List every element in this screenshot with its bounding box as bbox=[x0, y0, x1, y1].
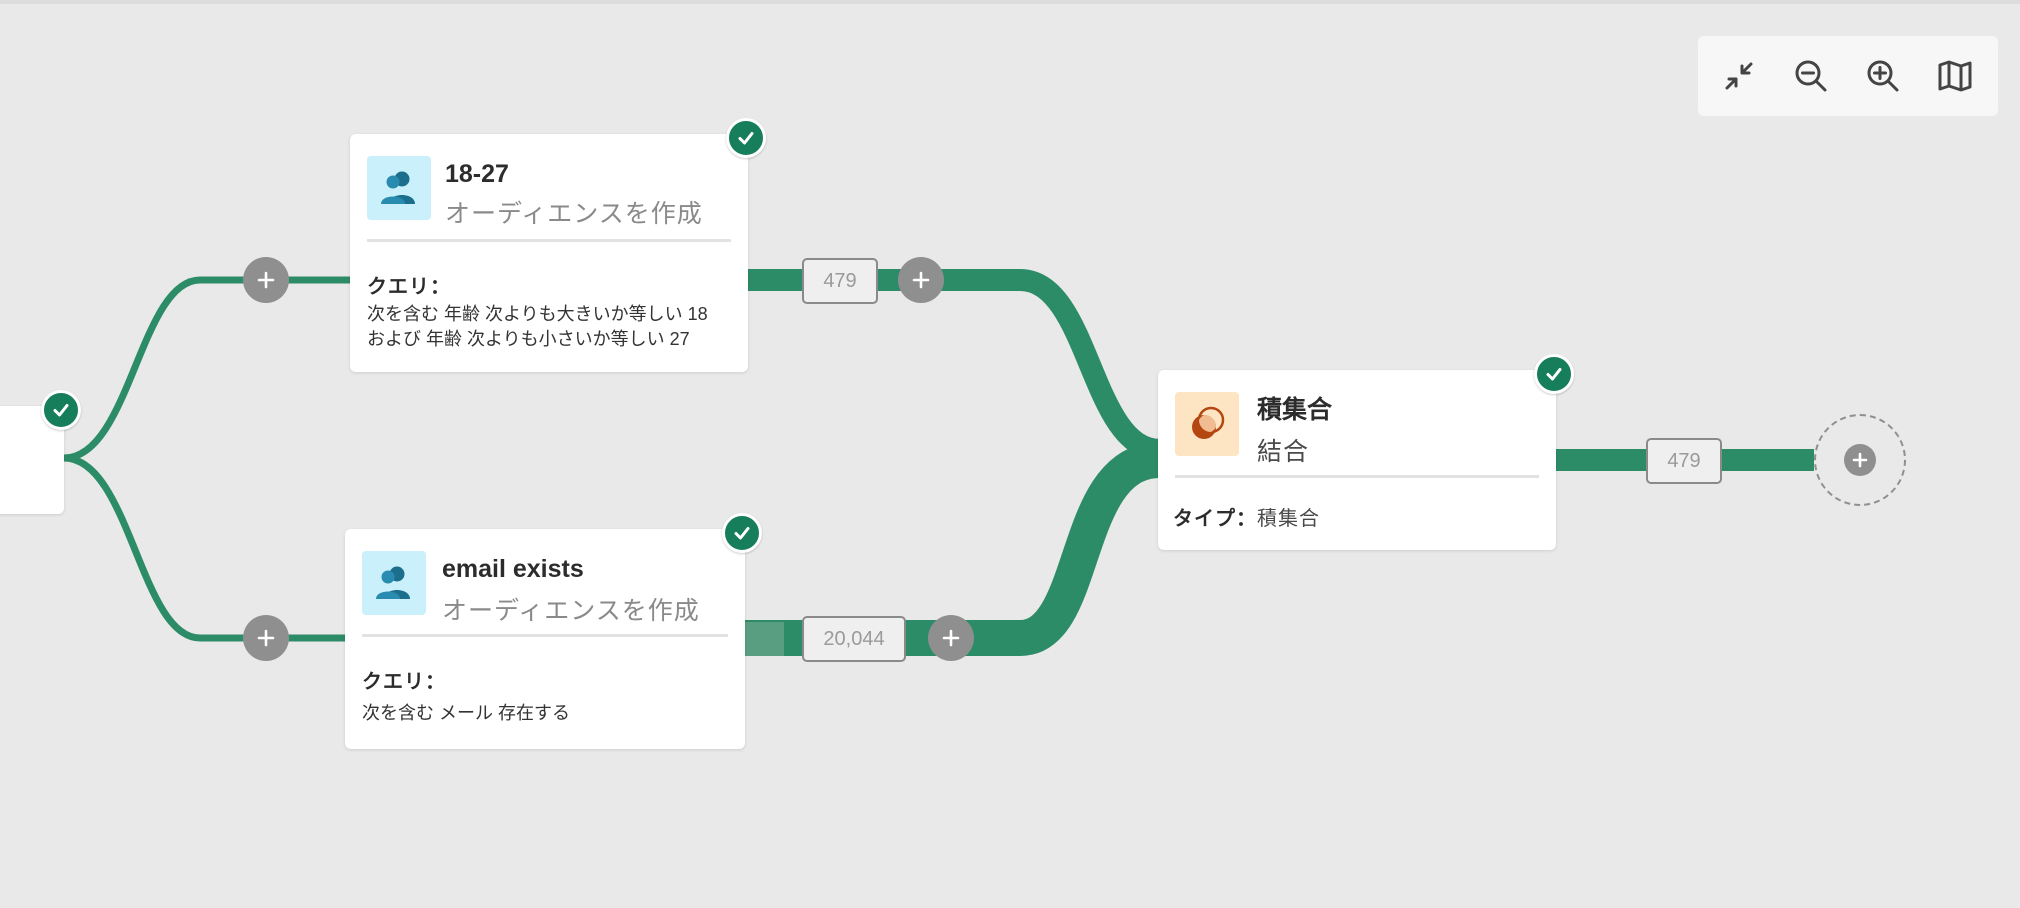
intersection-icon bbox=[1175, 392, 1239, 456]
map-button[interactable] bbox=[1931, 52, 1979, 100]
add-activity-button-after-email[interactable] bbox=[928, 615, 974, 661]
query-line-1: 次を含む 年齢 次よりも大きいか等しい 18 bbox=[367, 304, 708, 324]
plus-icon bbox=[912, 271, 930, 289]
add-activity-button-bottom-branch[interactable] bbox=[243, 615, 289, 661]
add-activity-button-top-branch[interactable] bbox=[243, 257, 289, 303]
query-text: 次を含む メール 存在する bbox=[362, 701, 570, 726]
check-icon bbox=[53, 404, 69, 417]
query-label: クエリ： bbox=[367, 276, 451, 298]
audience-icon bbox=[367, 156, 431, 220]
type-value: 積集合 bbox=[1257, 508, 1320, 530]
map-icon bbox=[1938, 60, 1972, 92]
add-activity-dropzone[interactable] bbox=[1814, 414, 1906, 506]
count-badge-email: 20,044 bbox=[802, 616, 906, 662]
count-badge-18-27: 479 bbox=[802, 258, 878, 304]
audience-18-27-status-check bbox=[726, 118, 766, 158]
activity-card-intersection[interactable]: 積集合 結合 タイプ：積集合 bbox=[1158, 370, 1556, 550]
branch-line-top bbox=[63, 276, 352, 462]
audience-email-status-check bbox=[722, 513, 762, 553]
check-icon bbox=[1546, 368, 1562, 381]
plus-icon bbox=[257, 271, 275, 289]
zoom-in-icon bbox=[1867, 60, 1899, 92]
start-node-status-check bbox=[41, 390, 81, 430]
link-18-27-to-intersection bbox=[748, 269, 1162, 461]
intersection-status-check bbox=[1534, 354, 1574, 394]
collapse-arrows-icon bbox=[1725, 62, 1753, 90]
count-badge-intersection: 479 bbox=[1646, 438, 1722, 484]
activity-type: オーディエンスを作成 bbox=[445, 200, 703, 228]
zoom-out-button[interactable] bbox=[1787, 52, 1835, 100]
activity-card-audience-email-exists[interactable]: email exists オーディエンスを作成 クエリ： 次を含む メール 存在… bbox=[345, 529, 745, 749]
top-border bbox=[0, 0, 2020, 4]
link-email-highlight bbox=[744, 622, 784, 656]
zoom-out-icon bbox=[1795, 60, 1827, 92]
activity-type: 結合 bbox=[1257, 438, 1310, 466]
collapse-button[interactable] bbox=[1715, 52, 1763, 100]
activity-title: 18-27 bbox=[445, 160, 509, 188]
check-icon bbox=[734, 527, 750, 540]
zoom-in-button[interactable] bbox=[1859, 52, 1907, 100]
add-activity-button-after-18-27[interactable] bbox=[898, 257, 944, 303]
query-line-2: および 年齢 次よりも小さいか等しい 27 bbox=[367, 329, 690, 349]
activity-title: email exists bbox=[442, 555, 584, 583]
plus-circle-icon bbox=[1844, 444, 1876, 476]
check-icon bbox=[738, 132, 754, 145]
query-text: 次を含む 年齢 次よりも大きいか等しい 18 および 年齢 次よりも小さいか等し… bbox=[367, 302, 708, 352]
card-divider bbox=[362, 634, 728, 637]
intersection-type-row: タイプ：積集合 bbox=[1173, 502, 1320, 531]
plus-icon bbox=[942, 629, 960, 647]
audience-icon bbox=[362, 551, 426, 615]
card-divider bbox=[1175, 475, 1539, 478]
card-divider bbox=[367, 239, 731, 242]
branch-line-bottom bbox=[63, 454, 348, 642]
query-line-1: 次を含む メール 存在する bbox=[362, 703, 571, 723]
activity-type: オーディエンスを作成 bbox=[442, 597, 700, 625]
type-label: タイプ： bbox=[1173, 508, 1257, 530]
link-email-to-intersection bbox=[744, 442, 1162, 656]
activity-card-audience-18-27[interactable]: 18-27 オーディエンスを作成 クエリ： 次を含む 年齢 次よりも大きいか等し… bbox=[350, 134, 748, 372]
plus-icon bbox=[257, 629, 275, 647]
activity-title: 積集合 bbox=[1257, 396, 1333, 424]
canvas-toolbar bbox=[1698, 36, 1998, 116]
query-label: クエリ： bbox=[362, 671, 446, 693]
